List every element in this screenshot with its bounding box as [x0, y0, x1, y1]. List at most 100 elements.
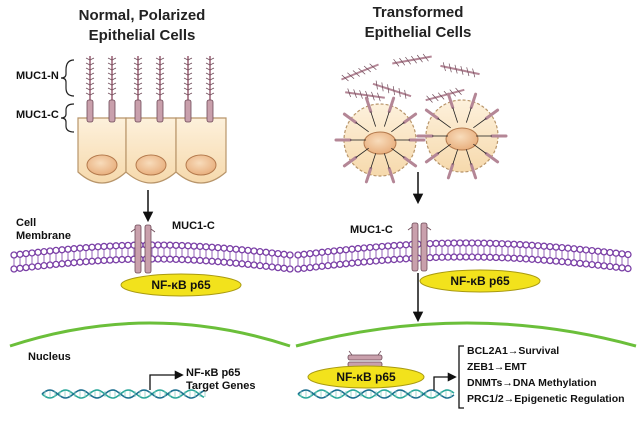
- lipid-head: [342, 260, 350, 268]
- lipid-head: [384, 256, 392, 264]
- muc1-n-fragment: [345, 88, 385, 102]
- muc1-c-subunit: [469, 92, 478, 109]
- muc1-n-stalk: [425, 88, 465, 102]
- label-cell: Cell: [16, 217, 36, 229]
- glycan-branch: [107, 67, 117, 71]
- muc1-n-fragment: [372, 80, 412, 99]
- lipid-head: [426, 239, 434, 248]
- left-panel: Normal, Polarized Epithelial Cells MUC1-…: [9, 7, 294, 399]
- right-title-line2: Epithelial Cells: [365, 24, 472, 41]
- nfkb-p65-label-nuclear: NF-κB p65: [336, 370, 396, 384]
- lipid-head: [262, 248, 270, 256]
- lipid-head: [618, 264, 626, 272]
- lipid-head: [372, 257, 380, 265]
- glycan-branch: [381, 82, 384, 92]
- cell-nucleus: [135, 154, 167, 176]
- glycan-branch: [183, 77, 193, 81]
- lipid-head: [492, 239, 500, 248]
- lipid-head: [166, 255, 174, 263]
- lipid-head: [540, 242, 548, 250]
- glycan-branch: [358, 68, 366, 75]
- lipid-head: [354, 258, 362, 267]
- lipid-head: [280, 264, 288, 272]
- glycan-branch: [85, 77, 95, 81]
- muc1-c-internalization-arrow: [355, 147, 369, 158]
- glycan-branch: [341, 74, 349, 82]
- dna-strand: [41, 389, 205, 399]
- lipid-head: [268, 249, 276, 257]
- muc1-c-subunit: [364, 96, 373, 113]
- muc1-c-internalization-arrow: [473, 118, 487, 129]
- glycan-branch: [155, 62, 165, 66]
- lipid-head: [480, 239, 488, 247]
- lipid-head: [510, 254, 518, 262]
- muc1-c-subunit: [156, 99, 164, 123]
- glycan-branch: [107, 62, 117, 66]
- muc1-c-internalization-arrow: [370, 153, 377, 169]
- lipid-head: [16, 264, 24, 272]
- glycan-branch: [205, 67, 215, 71]
- lipid-head: [594, 261, 602, 269]
- lipid-head: [58, 260, 66, 268]
- lipid-head: [444, 239, 452, 247]
- lipid-head: [94, 257, 102, 265]
- lipid-head: [396, 255, 404, 263]
- muc1-c-internalization-arrow: [452, 107, 459, 123]
- glycan-branch: [454, 64, 458, 74]
- target-genes-line1: NF-κB p65: [186, 367, 240, 379]
- muc1-c-subunit: [387, 96, 396, 113]
- lipid-head: [172, 241, 180, 250]
- lipid-head: [256, 262, 264, 270]
- lipid-head: [100, 256, 108, 265]
- lipid-head: [546, 256, 554, 265]
- lipid-head: [402, 255, 410, 263]
- lipid-head: [474, 253, 482, 261]
- nfkb-p65-label-left: NF-κB p65: [151, 278, 211, 292]
- lipid-head: [34, 248, 42, 256]
- muc1-c-subunit: [484, 108, 500, 120]
- cell-membrane-right: [294, 239, 632, 273]
- lipid-head: [178, 241, 186, 250]
- lipid-head: [106, 242, 114, 250]
- lipid-head: [570, 259, 578, 267]
- lipid-head: [46, 261, 54, 269]
- lipid-head: [450, 253, 458, 261]
- lipid-head: [286, 251, 294, 259]
- outcomes-bracket: [458, 345, 464, 409]
- lipid-head: [46, 247, 54, 255]
- muc1-c-internalization-arrow: [383, 111, 390, 127]
- lipid-head: [612, 263, 620, 271]
- cell-membrane-left: [10, 241, 294, 273]
- outcome-survival: BCL2A1→Survival: [467, 345, 559, 357]
- lipid-head: [100, 242, 108, 251]
- lipid-head: [432, 239, 440, 248]
- lipid-head: [522, 241, 530, 249]
- lipid-head: [558, 258, 566, 266]
- muc1-c-subunit: [86, 99, 94, 123]
- lipid-head: [64, 245, 72, 253]
- lipid-head: [582, 260, 590, 268]
- lipid-head: [486, 239, 494, 247]
- lipid-head: [540, 256, 548, 264]
- lipid-head: [318, 248, 326, 256]
- glycan-branch: [377, 92, 381, 102]
- lipid-head: [154, 241, 162, 249]
- lipid-head: [178, 255, 186, 264]
- lipid-head: [366, 243, 374, 252]
- lipid-head: [40, 248, 48, 256]
- muc1-n-stalk: [440, 64, 480, 76]
- glycan-branch: [183, 72, 193, 76]
- label-nucleus: Nucleus: [28, 351, 71, 363]
- lipid-head: [564, 244, 572, 252]
- lipid-head: [480, 253, 488, 261]
- nuclear-envelope-right: [295, 321, 637, 348]
- lipid-head: [70, 259, 78, 267]
- lipid-head: [124, 241, 132, 250]
- lipid-head: [112, 242, 120, 250]
- glycan-branch: [416, 54, 423, 63]
- muc1-c-internalization-arrow: [391, 122, 405, 133]
- muc1-c-subunit: [184, 99, 192, 123]
- glycan-branch: [205, 82, 215, 86]
- lipid-head: [16, 250, 24, 258]
- glycan-branch: [85, 87, 95, 91]
